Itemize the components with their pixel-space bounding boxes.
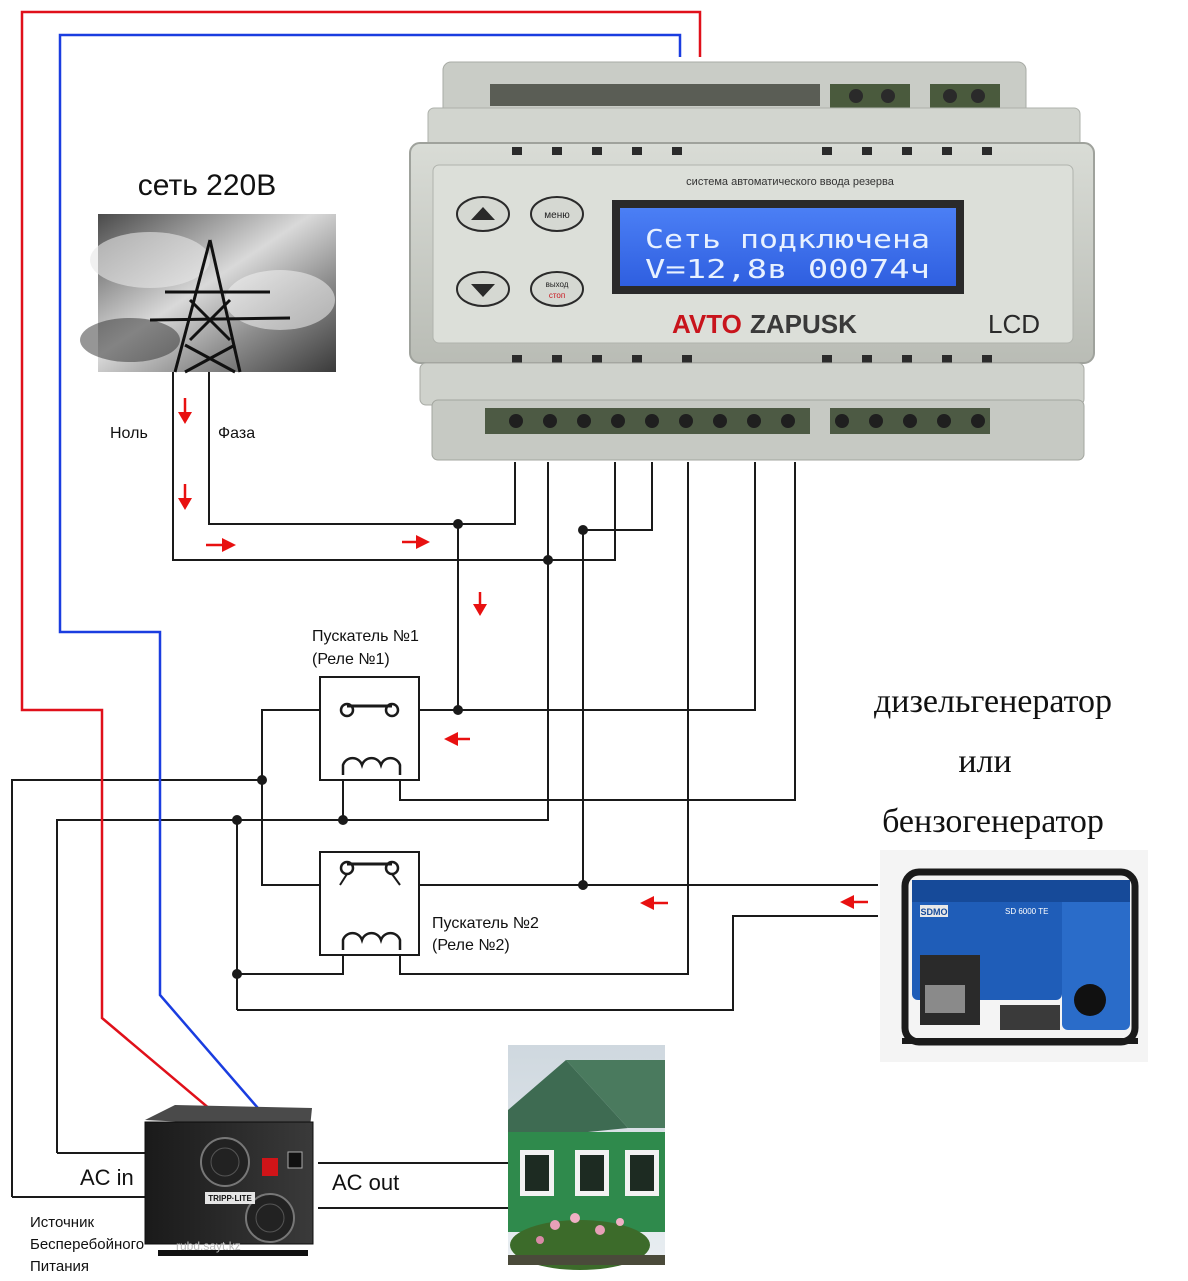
lcd-line-2: V=12,8в 00074ч: [645, 255, 930, 285]
arrow-up-icon: [471, 207, 495, 220]
coil-icon: [341, 931, 402, 950]
ups-label-1: Источник: [30, 1214, 94, 1231]
generator-photo: SDMO SD 6000 TE: [880, 850, 1148, 1062]
controller-module: система автоматического ввода резерва ме…: [409, 61, 1095, 461]
grid-photo: [80, 214, 336, 374]
flow-arrows: [178, 398, 868, 910]
coil-icon: [341, 756, 402, 775]
exit-stop-button[interactable]: выход стоп: [530, 271, 584, 307]
relay-2-label: (Реле №2): [432, 937, 510, 954]
phase-label: Фаза: [218, 425, 255, 442]
house-photo: [508, 1045, 665, 1270]
blue-wire: [58, 33, 682, 1153]
generator-label-petrol: бензогенератор: [882, 803, 1104, 840]
ac-out-label: AC out: [332, 1170, 399, 1195]
generator-label-diesel: дизельгенератор: [874, 683, 1112, 720]
controller-header: система автоматического ввода резерва: [686, 176, 895, 188]
brand-avto: AVTO: [672, 309, 742, 339]
generator-brand: SDMO: [921, 907, 948, 917]
stop-button-label: стоп: [549, 291, 565, 300]
down-button[interactable]: [456, 271, 510, 307]
up-button[interactable]: [456, 196, 510, 232]
relay-1-label: (Реле №1): [312, 651, 390, 668]
relay-1: [319, 676, 420, 781]
red-wire: [20, 10, 702, 1159]
ac-in-label: AC in: [80, 1165, 134, 1190]
starter-2-label: Пускатель №2: [432, 915, 539, 932]
junctions: [232, 519, 588, 979]
grid-label: сеть 220В: [138, 169, 276, 202]
generator-label-or: или: [958, 743, 1011, 780]
model-lcd: LCD: [988, 309, 1040, 339]
exit-button-label: выход: [546, 280, 569, 289]
wires: [11, 372, 878, 1209]
ups-label-3: Питания: [30, 1258, 89, 1275]
fan-icon: [245, 1193, 295, 1243]
fan-icon: [200, 1137, 250, 1187]
relay-2: [319, 851, 420, 956]
pylon-icon: [149, 239, 291, 374]
watermark: rubd.sayt.kz: [176, 1239, 241, 1253]
lcd-line-1: Сеть подключена: [645, 225, 930, 255]
menu-button[interactable]: меню: [530, 196, 584, 232]
ups-label-2: Бесперебойного: [30, 1236, 144, 1253]
neutral-label: Ноль: [110, 425, 148, 442]
generator-model: SD 6000 TE: [1005, 907, 1048, 916]
ups-brand: TRIPP·LITE: [208, 1194, 252, 1203]
brand-zapusk: ZAPUSK: [750, 309, 857, 339]
starter-1-label: Пускатель №1: [312, 628, 419, 645]
ups-photo: TRIPP·LITE: [144, 1105, 314, 1256]
arrow-down-icon: [471, 284, 495, 297]
lcd-display: Сеть подключена V=12,8в 00074ч: [612, 200, 964, 294]
menu-button-label: меню: [544, 210, 570, 221]
